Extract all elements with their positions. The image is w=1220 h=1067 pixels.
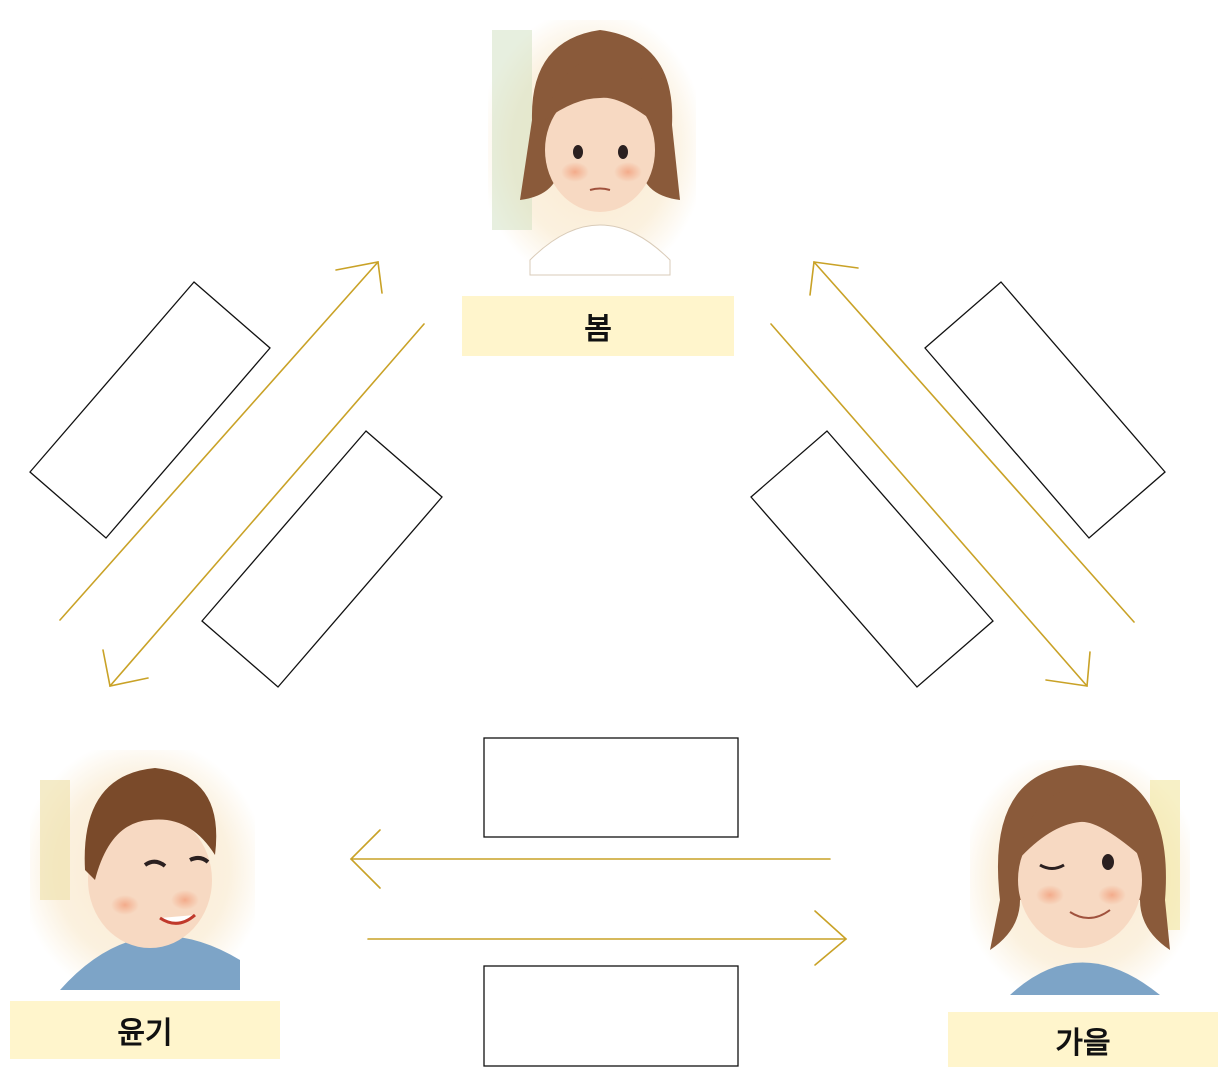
yungi-portrait-icon xyxy=(30,750,255,990)
name-label-bom: 봄 xyxy=(462,296,734,356)
gaeul-portrait-icon xyxy=(970,760,1190,995)
blank-box-bottom-top[interactable] xyxy=(484,738,738,837)
name-label-yungi: 윤기 xyxy=(10,1001,280,1059)
blank-box-left-outer[interactable] xyxy=(30,282,270,538)
blank-box-right-outer[interactable] xyxy=(925,282,1165,538)
blank-box-left-inner[interactable] xyxy=(202,431,442,687)
bom-portrait-icon xyxy=(488,20,696,275)
arrow-yungi-to-gaeul xyxy=(368,911,846,965)
arrow-gaeul-to-yungi xyxy=(351,830,830,888)
name-label-gaeul: 가을 xyxy=(948,1012,1218,1067)
blank-box-right-inner[interactable] xyxy=(751,431,993,687)
blank-box-bottom-bottom[interactable] xyxy=(484,966,738,1066)
